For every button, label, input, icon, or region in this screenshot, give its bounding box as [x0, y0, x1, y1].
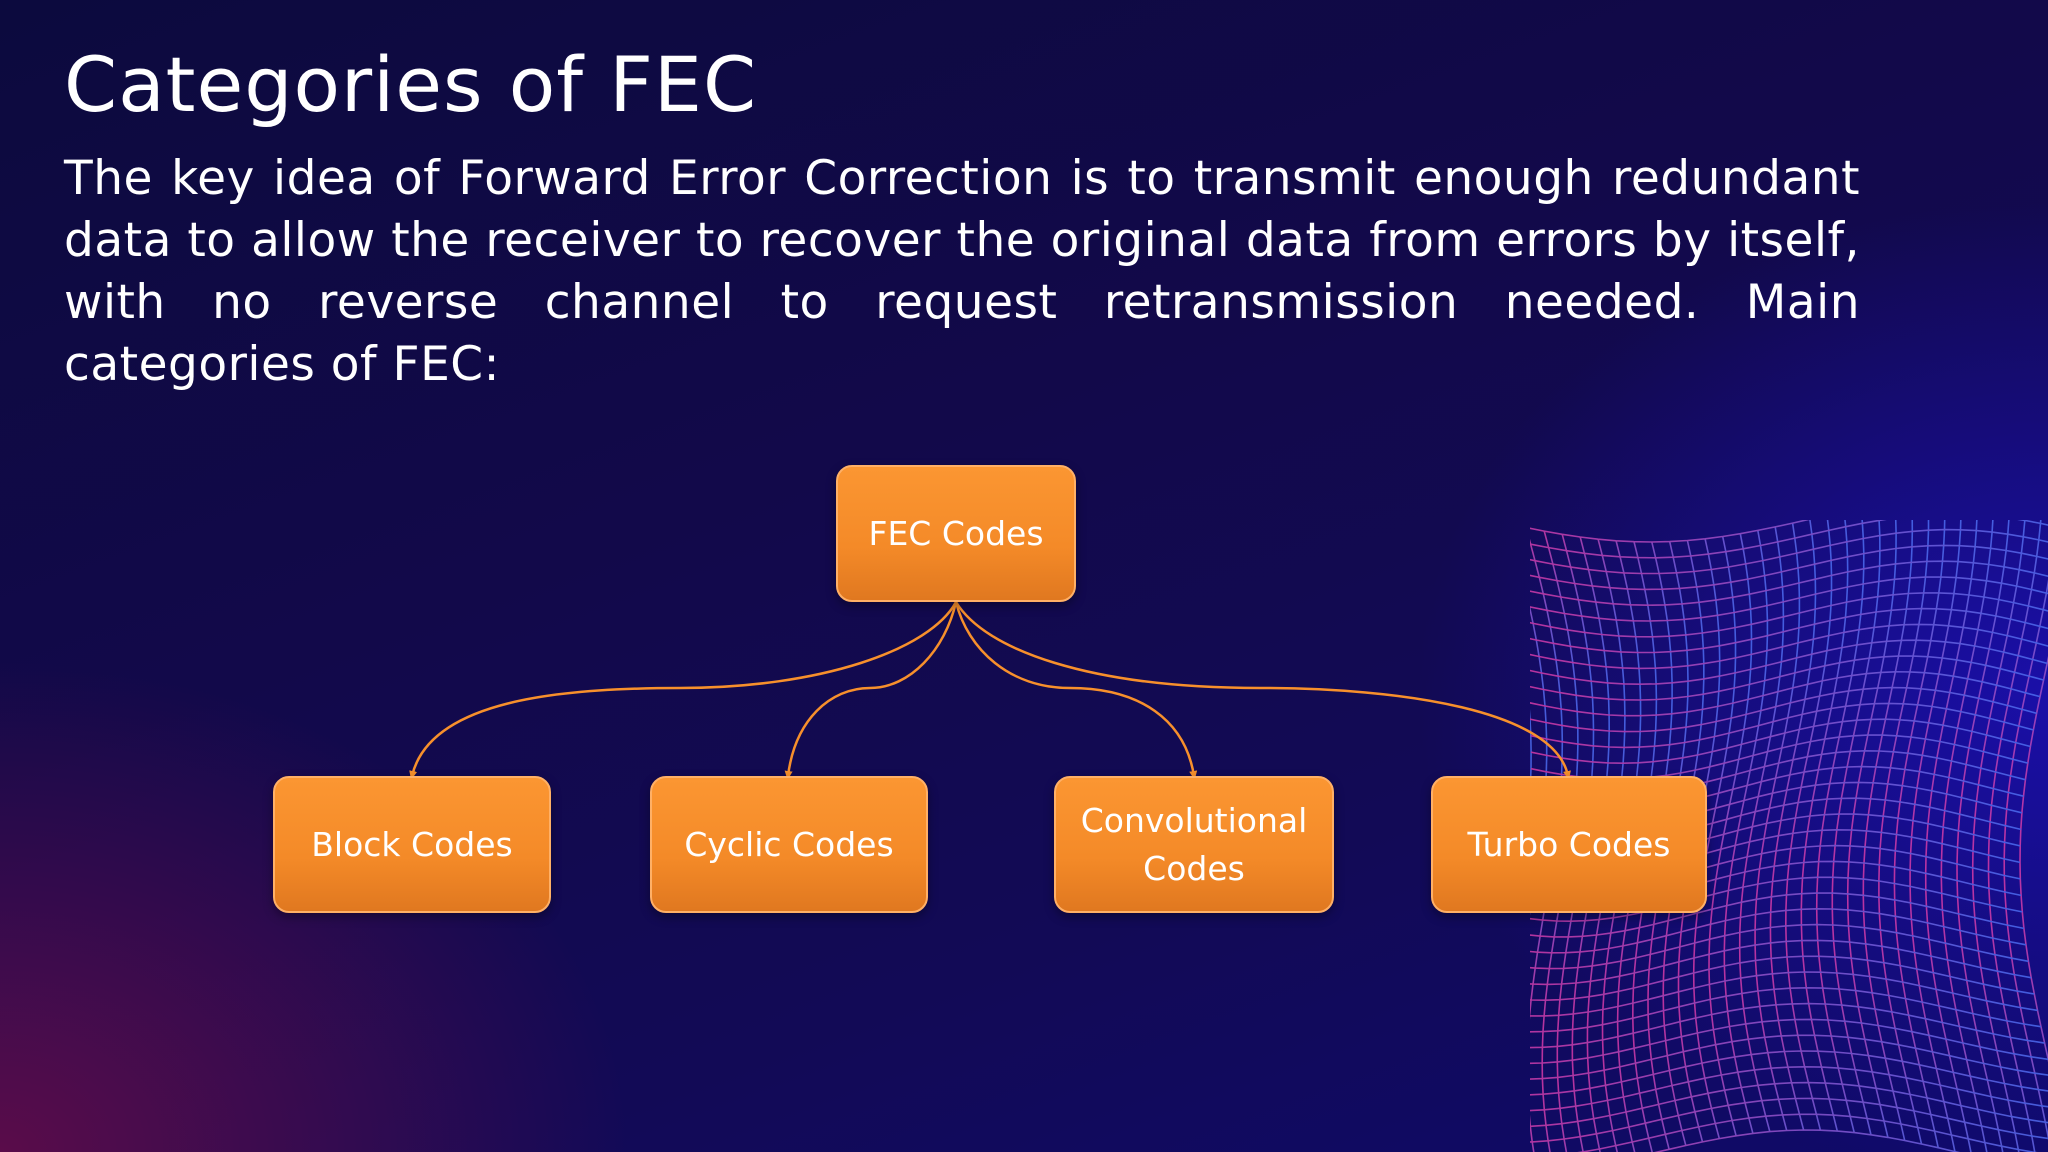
- node-label: Block Codes: [311, 824, 513, 864]
- node-turbo-codes: Turbo Codes: [1431, 776, 1707, 913]
- node-label: Convolutional Codes: [1080, 800, 1308, 888]
- node-convolutional-codes: Convolutional Codes: [1054, 776, 1334, 913]
- node-fec-codes: FEC Codes: [836, 465, 1076, 602]
- node-label: FEC Codes: [868, 513, 1044, 553]
- node-block-codes: Block Codes: [273, 776, 551, 913]
- node-label: Cyclic Codes: [684, 824, 894, 864]
- connector-convolutional-codes: [954, 601, 1198, 780]
- slide-title: Categories of FEC: [64, 40, 758, 129]
- node-label: Turbo Codes: [1467, 824, 1671, 864]
- connector-block-codes: [409, 601, 958, 780]
- connector-cyclic-codes: [784, 601, 958, 780]
- wave-mesh-graphic: [1530, 520, 2048, 1152]
- connector-turbo-codes: [954, 601, 1571, 780]
- node-cyclic-codes: Cyclic Codes: [650, 776, 928, 913]
- slide-body-text: The key idea of Forward Error Correction…: [64, 151, 1860, 392]
